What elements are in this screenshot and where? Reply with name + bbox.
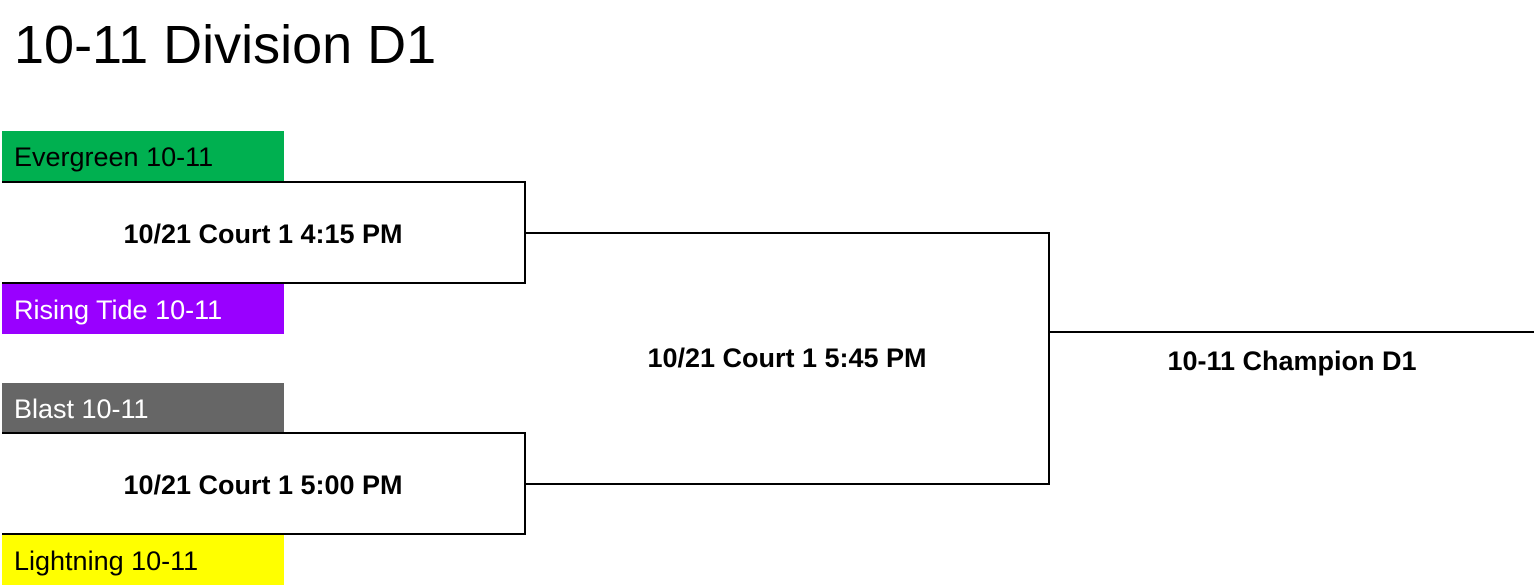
team-slot-4: Lightning 10-11 [2,535,284,585]
bracket-line [2,181,526,183]
game-label-semi2: 10/21 Court 1 5:00 PM [123,470,403,500]
bracket-line [1048,331,1534,333]
bracket-line [2,432,526,434]
bracket-line [1048,232,1050,485]
bracket-line [524,232,1050,234]
game-label-final: 10/21 Court 1 5:45 PM [647,343,927,373]
champion-label: 10-11 Champion D1 [1167,346,1417,376]
team-slot-1: Evergreen 10-11 [2,131,284,181]
bracket-line [2,533,526,535]
page-title: 10-11 Division D1 [14,15,437,75]
game-label-semi1: 10/21 Court 1 4:15 PM [123,219,403,249]
bracket-line [524,483,1050,485]
team-slot-2: Rising Tide 10-11 [2,284,284,334]
team-slot-3: Blast 10-11 [2,383,284,433]
bracket-line [2,282,526,284]
